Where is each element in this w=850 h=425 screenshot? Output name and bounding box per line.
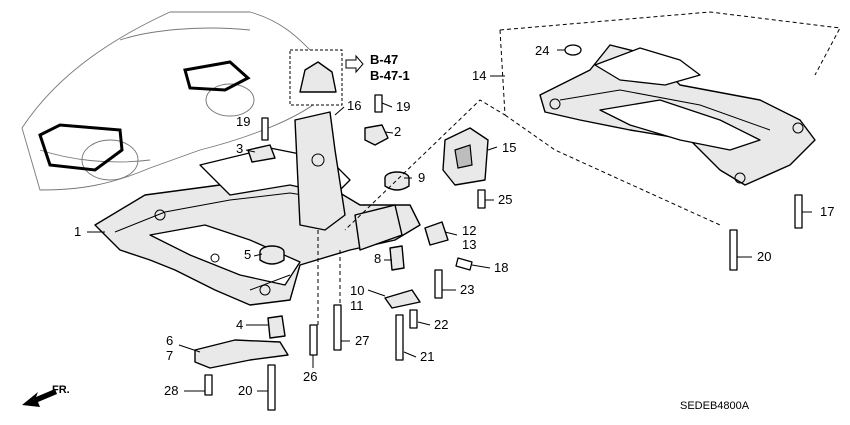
callout-14[interactable]: 14 [472,68,486,83]
callout-20-left[interactable]: 20 [238,383,252,398]
callout-19-right[interactable]: 19 [396,99,410,114]
callout-4[interactable]: 4 [236,317,243,332]
callout-23[interactable]: 23 [460,282,474,297]
center-mount-bracket [294,111,403,325]
callout-18[interactable]: 18 [494,260,508,275]
callout-20-right[interactable]: 20 [757,249,771,264]
subframe-assembly-box [344,11,841,231]
callout-6[interactable]: 6 [166,333,173,348]
callout-3[interactable]: 3 [236,141,243,156]
diagram-code: SEDEB4800A [680,400,750,412]
bushing-9 [384,171,410,191]
callout-19-left[interactable]: 19 [236,114,250,129]
callout-27[interactable]: 27 [355,333,369,348]
front-label: FR. [52,384,70,396]
leader-lines [87,49,812,392]
bushing-4 [267,315,286,339]
callout-12[interactable]: 12 [462,223,476,238]
rear-mount-15 [442,127,489,186]
reference-b-47[interactable]: B-47 [370,52,398,67]
callout-16[interactable]: 16 [347,98,361,113]
bracket-3 [247,144,276,163]
callout-21[interactable]: 21 [420,349,434,364]
callout-24[interactable]: 24 [535,43,549,58]
callout-11[interactable]: 11 [350,298,364,313]
stabilizer-bracket-6-7 [194,339,289,369]
bolts [204,44,803,411]
callout-25[interactable]: 25 [498,192,512,207]
callout-10[interactable]: 10 [350,283,364,298]
callout-13[interactable]: 13 [462,237,476,252]
reference-b-47-1[interactable]: B-47-1 [370,68,410,83]
callout-15[interactable]: 15 [502,140,516,155]
front-arrow-icon [22,389,57,407]
callout-5[interactable]: 5 [244,247,251,262]
bushing-8 [389,245,405,271]
callout-22[interactable]: 22 [434,317,448,332]
callout-1[interactable]: 1 [74,224,81,239]
callout-2[interactable]: 2 [394,124,401,139]
bracket-10-11 [384,289,421,309]
callout-28[interactable]: 28 [164,383,178,398]
callout-26[interactable]: 26 [303,369,317,384]
callout-9[interactable]: 9 [418,170,425,185]
front-direction-indicator: FR. [22,384,70,407]
engine-mount-reference: B-47 B-47-1 [289,49,410,106]
callout-8[interactable]: 8 [374,251,381,266]
callout-7[interactable]: 7 [166,348,173,363]
callout-labels: 1 2 3 4 5 6 7 8 9 10 11 12 13 14 15 16 1… [74,43,834,398]
bracket-12-13 [424,221,449,246]
bracket-2 [364,124,389,146]
bushing-5 [259,245,285,265]
callout-17[interactable]: 17 [820,204,834,219]
